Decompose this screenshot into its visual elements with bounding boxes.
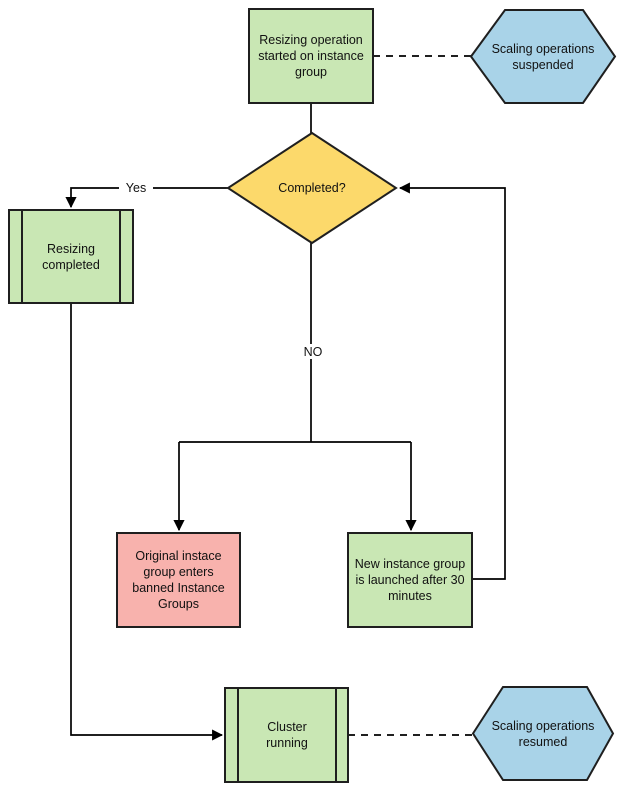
node-new-group-shape [347,532,473,628]
node-resumed-hexagon-shape [471,686,615,781]
node-suspended-label: Scaling operations suspended [491,41,595,72]
edge-label-no: NO [297,344,329,359]
node-suspended-hexagon-shape [469,9,617,104]
node-resumed-label: Scaling operations resumed [491,718,595,749]
node-banned-shape [116,532,241,628]
node-cluster-label: Cluster running [266,720,308,750]
node-start-shape [248,8,374,104]
edge-resizing-to-cluster [70,303,224,741]
edge-new-group-to-completed [398,182,506,580]
node-cluster-shape [224,687,349,783]
node-new-group-label: New instance group is launched after 30 … [354,557,466,603]
node-resizing-completed-label: Resizing completed [42,241,100,272]
edge-completed-yes-to-resizing [65,187,228,209]
edge-label-yes: Yes [119,180,153,196]
node-resizing-completed-shape [8,209,134,304]
node-start-label: Resizing operation started on instance g… [258,33,364,79]
node-banned-label: Original instace group enters banned Ins… [132,549,225,611]
node-completed-diamond-shape [226,131,398,245]
node-completed-label: Completed? [278,181,346,195]
